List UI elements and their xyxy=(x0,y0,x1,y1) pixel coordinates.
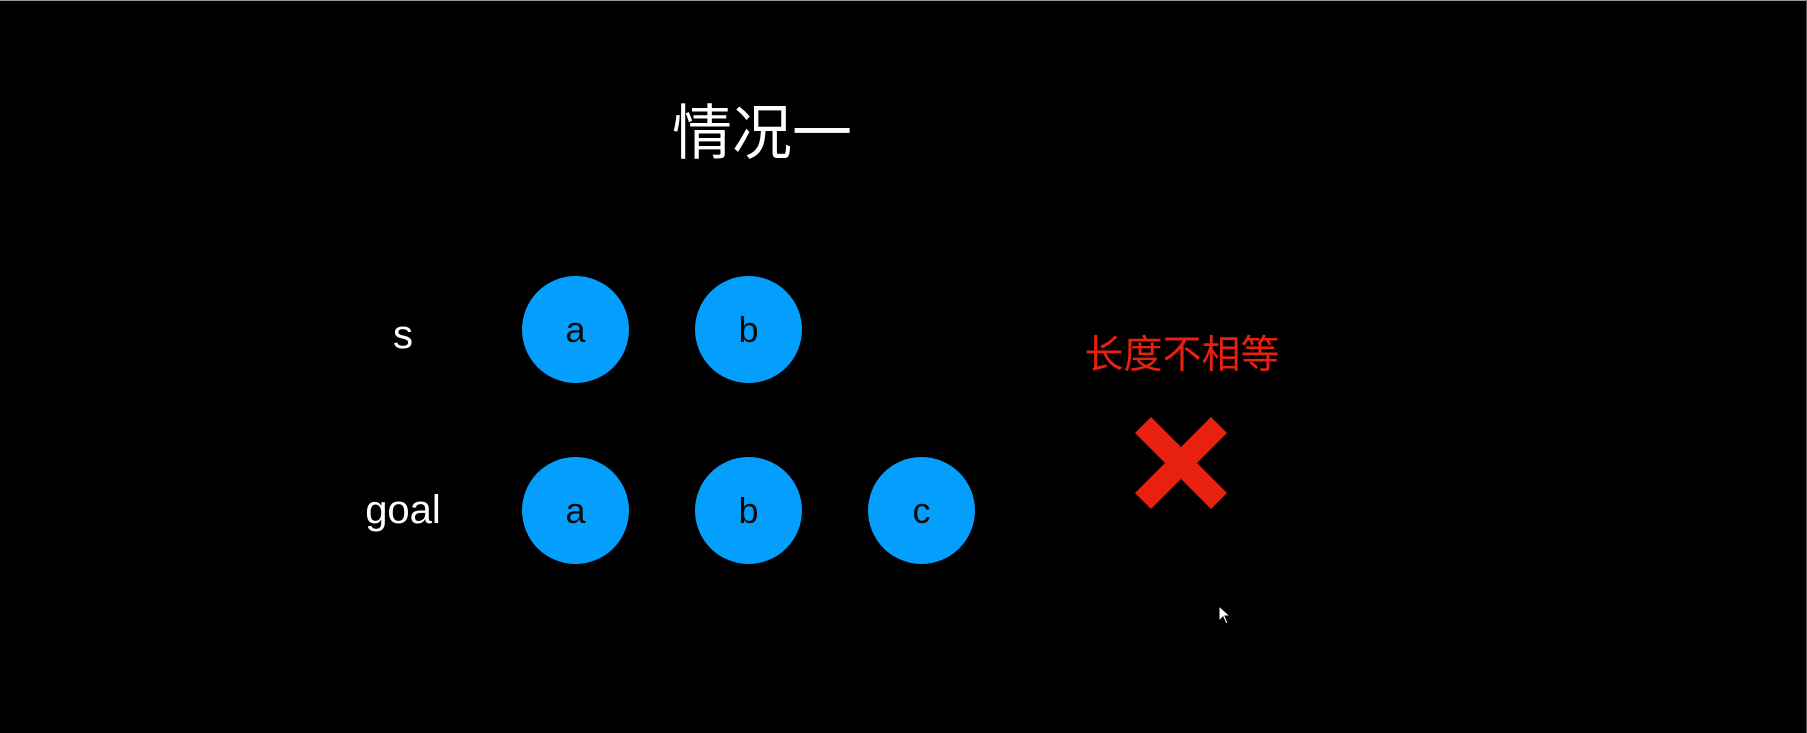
node-goal-1: b xyxy=(695,457,802,564)
row-label-s: s xyxy=(393,313,413,357)
cross-icon xyxy=(1135,417,1227,509)
mouse-pointer-icon xyxy=(1218,604,1232,625)
slide-title: 情况一 xyxy=(672,99,852,169)
verdict-message: 长度不相等 xyxy=(1084,333,1280,378)
node-s-1: b xyxy=(695,276,802,383)
node-s-0: a xyxy=(522,276,629,383)
node-goal-0: a xyxy=(522,457,629,564)
node-goal-2: c xyxy=(868,457,975,564)
window-top-border xyxy=(0,0,1807,1)
row-label-goal: goal xyxy=(365,488,441,532)
